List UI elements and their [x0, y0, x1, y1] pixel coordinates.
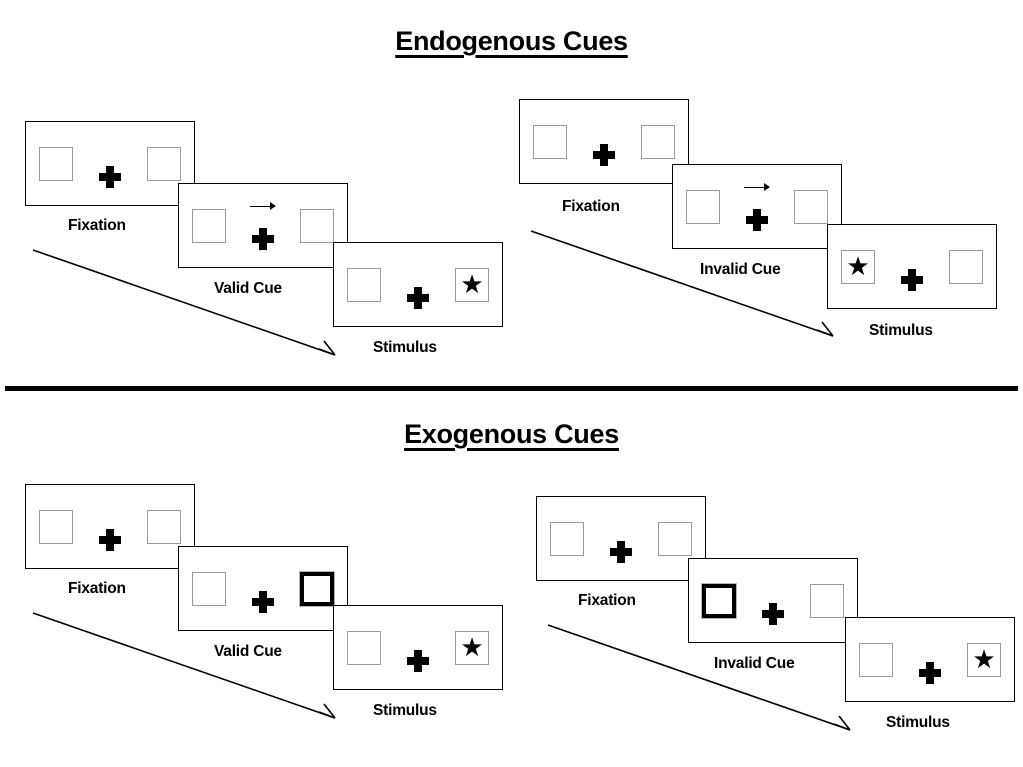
caption-valid-cue: Valid Cue — [214, 280, 282, 297]
placeholder-box-right — [794, 189, 828, 224]
placeholder-box-left — [550, 521, 584, 556]
fixation-cross-slot — [401, 261, 435, 309]
trial-frame-fixation — [536, 496, 706, 581]
caption-fixation: Fixation — [578, 592, 636, 609]
caption-stimulus: Stimulus — [373, 339, 437, 356]
fixation-cross-slot — [401, 624, 435, 672]
placeholder-box-left — [39, 509, 73, 544]
placeholder-box-right-target: ★ — [455, 267, 489, 302]
plus-cross-icon — [919, 661, 941, 684]
placeholder-box-left — [347, 630, 381, 665]
trial-frame-stimulus: ★ — [827, 224, 997, 309]
diagonal-time-arrow-icon — [32, 612, 336, 719]
placeholder-box-right — [658, 521, 692, 556]
right-arrow-cue-icon — [744, 183, 770, 195]
placeholder-box-left — [192, 571, 226, 606]
caption-fixation: Fixation — [562, 198, 620, 215]
caption-valid-cue: Valid Cue — [214, 643, 282, 660]
section-divider — [5, 386, 1018, 391]
caption-invalid-cue: Invalid Cue — [700, 261, 781, 278]
diagonal-time-arrow-icon — [32, 249, 336, 356]
fixation-cross-slot — [587, 118, 621, 166]
section-title-exogenous: Exogenous Cues — [404, 419, 619, 449]
placeholder-box-left — [347, 267, 381, 302]
diagonal-time-arrow-icon — [547, 624, 851, 731]
trial-frame-stimulus: ★ — [333, 242, 503, 327]
plus-cross-icon — [901, 268, 923, 291]
placeholder-box-left — [192, 208, 226, 243]
fixation-cross-slot — [740, 183, 774, 231]
caption-invalid-cue: Invalid Cue — [714, 655, 795, 672]
placeholder-box-left-highlighted — [702, 583, 736, 618]
plus-cross-icon — [252, 227, 274, 250]
placeholder-box-right — [147, 509, 181, 544]
fixation-cross-slot — [93, 140, 127, 188]
trial-frame-cue — [688, 558, 858, 643]
fixation-cross-slot — [246, 202, 280, 250]
plus-cross-icon — [407, 649, 429, 672]
star-icon: ★ — [460, 631, 484, 662]
placeholder-box-right-target: ★ — [455, 630, 489, 665]
caption-stimulus: Stimulus — [886, 714, 950, 731]
plus-cross-icon — [762, 602, 784, 625]
placeholder-box-left — [686, 189, 720, 224]
fixation-cross-slot — [246, 565, 280, 613]
star-icon: ★ — [846, 250, 870, 281]
fixation-cross-slot — [895, 243, 929, 291]
fixation-cross-slot — [604, 515, 638, 563]
plus-cross-icon — [407, 286, 429, 309]
trial-frame-fixation — [25, 121, 195, 206]
caption-fixation: Fixation — [68, 217, 126, 234]
plus-cross-icon — [99, 165, 121, 188]
trial-frame-fixation — [25, 484, 195, 569]
right-arrow-cue-icon — [250, 202, 276, 214]
star-icon: ★ — [972, 643, 996, 674]
plus-cross-icon — [610, 540, 632, 563]
plus-cross-icon — [746, 208, 768, 231]
trial-frame-stimulus: ★ — [845, 617, 1015, 702]
placeholder-box-right-highlighted — [300, 571, 334, 606]
placeholder-box-right — [300, 208, 334, 243]
trial-frame-fixation — [519, 99, 689, 184]
trial-frame-cue — [178, 183, 348, 268]
trial-frame-cue — [672, 164, 842, 249]
placeholder-box-right — [949, 249, 983, 284]
placeholder-box-right — [147, 146, 181, 181]
plus-cross-icon — [99, 528, 121, 551]
fixation-cross-slot — [756, 577, 790, 625]
trial-frame-stimulus: ★ — [333, 605, 503, 690]
plus-cross-icon — [252, 590, 274, 613]
caption-fixation: Fixation — [68, 580, 126, 597]
plus-cross-icon — [593, 143, 615, 166]
diagonal-time-arrow-icon — [530, 230, 834, 337]
caption-stimulus: Stimulus — [869, 322, 933, 339]
trial-frame-cue — [178, 546, 348, 631]
placeholder-box-left — [533, 124, 567, 159]
section-title-endogenous: Endogenous Cues — [395, 26, 628, 56]
fixation-cross-slot — [913, 636, 947, 684]
placeholder-box-right — [641, 124, 675, 159]
placeholder-box-right — [810, 583, 844, 618]
placeholder-box-left — [859, 642, 893, 677]
caption-stimulus: Stimulus — [373, 702, 437, 719]
placeholder-box-left-target: ★ — [841, 249, 875, 284]
placeholder-box-left — [39, 146, 73, 181]
placeholder-box-right-target: ★ — [967, 642, 1001, 677]
star-icon: ★ — [460, 268, 484, 299]
fixation-cross-slot — [93, 503, 127, 551]
